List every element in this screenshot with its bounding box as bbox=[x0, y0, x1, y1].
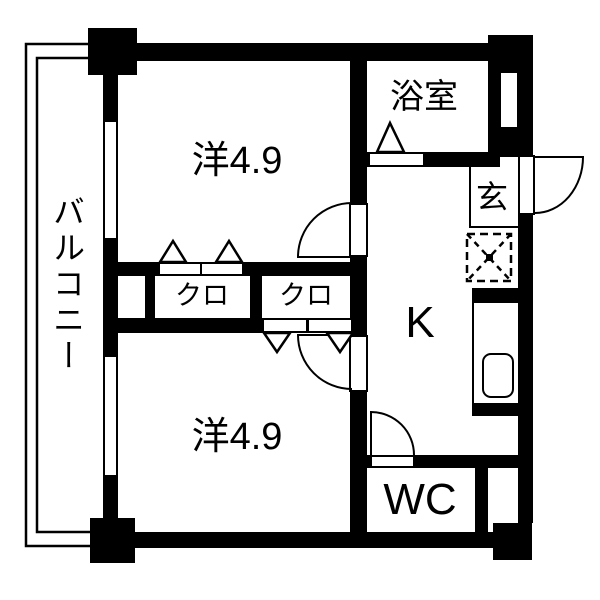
door-arc-bottom-room bbox=[296, 334, 353, 390]
room-label-balcony: バルコニー bbox=[49, 195, 85, 375]
room-label-closet-right: クロ bbox=[279, 280, 333, 311]
pillar-bottom-right bbox=[493, 523, 532, 560]
wall-closet-left bbox=[145, 262, 155, 333]
triangle-closet-right-1 bbox=[261, 331, 293, 355]
triangle-closet-right-2 bbox=[324, 331, 356, 355]
room-label-kitchen: K bbox=[405, 298, 435, 347]
room-label-entrance: 玄 bbox=[475, 179, 509, 215]
door-arc-entrance bbox=[534, 156, 585, 214]
door-swing-arcs bbox=[296, 156, 585, 456]
door-leaf-entrance bbox=[518, 155, 535, 215]
room-label-bathroom: 浴室 bbox=[390, 78, 458, 116]
triangle-closet-left-1 bbox=[157, 238, 189, 264]
door-leaf-wc bbox=[370, 455, 415, 468]
wall-bottom bbox=[118, 532, 493, 548]
door-swing-triangles bbox=[157, 120, 406, 355]
door-leaf-top-room bbox=[349, 203, 368, 257]
window-top-room bbox=[103, 122, 118, 238]
washing-machine-space bbox=[465, 232, 513, 283]
kitchen-counter-bottom-edge bbox=[472, 403, 518, 416]
wall-closet-middle bbox=[250, 262, 262, 333]
door-arc-wc bbox=[370, 410, 415, 456]
wall-top bbox=[130, 43, 533, 61]
triangle-closet-left-2 bbox=[213, 238, 245, 264]
door-leaf-bottom-room bbox=[349, 335, 368, 392]
room-label-western-bottom: 洋4.9 bbox=[191, 416, 283, 458]
balcony-railing bbox=[24, 42, 102, 548]
kitchen-counter-top-edge bbox=[472, 288, 518, 303]
window-bottom-room bbox=[103, 357, 118, 475]
triangle-bathroom-door bbox=[375, 120, 406, 154]
entrance-step-line bbox=[469, 167, 518, 228]
room-label-closet-left: クロ bbox=[175, 280, 229, 311]
room-label-wc: WC bbox=[383, 475, 457, 524]
wall-wc-right bbox=[475, 468, 488, 532]
kitchen-sink bbox=[482, 353, 514, 398]
pipe-shaft bbox=[501, 73, 517, 127]
room-label-western-top: 洋4.9 bbox=[191, 140, 283, 182]
door-arc-top-room bbox=[296, 202, 353, 258]
